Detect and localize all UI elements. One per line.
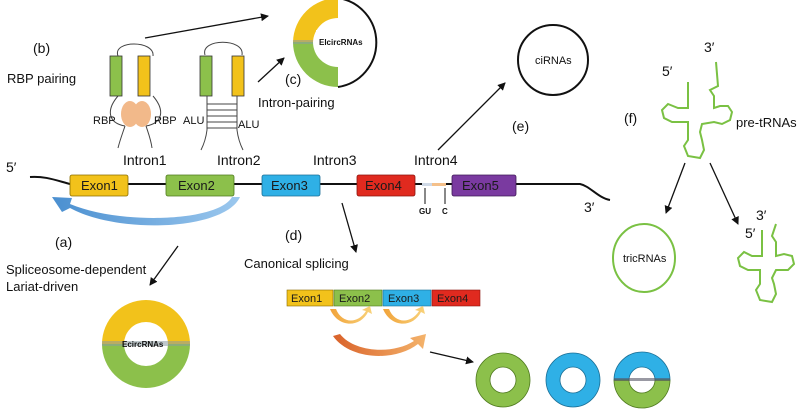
panel-f-label: (f) — [624, 110, 637, 126]
small-splice-arrow-1 — [330, 306, 372, 324]
arrow-intron-pairing — [257, 57, 285, 83]
svg-text:Exon5: Exon5 — [462, 178, 499, 193]
ecircrna-ring: EcircRNAs — [102, 300, 190, 388]
five-prime-label-main: 5′ — [6, 159, 17, 175]
svg-text:ALU: ALU — [238, 119, 259, 131]
green-ring — [475, 352, 531, 408]
exon-4: Exon4 — [356, 174, 416, 197]
svg-text:ciRNAs: ciRNAs — [535, 55, 572, 67]
elcircrna-ring: ElcircRNAs — [293, 0, 378, 88]
svg-text:Exon3: Exon3 — [271, 178, 308, 193]
intron2-label: Intron2 — [217, 152, 261, 168]
intron4-gu-mark — [422, 183, 432, 186]
rbp-hairpin: RBP RBP — [93, 43, 177, 149]
mature-trna-cloverleaf — [736, 223, 796, 304]
intron-pairing-label: Intron-pairing — [258, 95, 335, 110]
pre-trnas-label: pre-tRNAs — [736, 115, 797, 130]
svg-text:Exon4: Exon4 — [437, 293, 468, 305]
three-prime-label-main: 3′ — [584, 199, 595, 215]
panel-b-label: (b) — [33, 40, 50, 56]
svg-text:RBP: RBP — [154, 115, 177, 127]
svg-text:ALU: ALU — [183, 115, 204, 127]
canonical-splicing-label: Canonical splicing — [244, 256, 349, 271]
svg-text:Exon4: Exon4 — [365, 178, 402, 193]
lariat-backsplice-arrow — [52, 197, 240, 226]
big-splice-arrow — [333, 334, 426, 356]
cirna-circle: ciRNAs — [517, 24, 589, 96]
exon-3: Exon3 — [261, 174, 321, 197]
svg-text:tricRNAs: tricRNAs — [623, 253, 667, 265]
intron4-c-mark — [432, 183, 446, 186]
arrow-to-mature-trna — [709, 162, 739, 225]
c-label: C — [442, 207, 448, 216]
intron1-label: Intron1 — [123, 152, 167, 168]
trna-three-prime: 3′ — [704, 39, 715, 55]
mature-trna-three-prime: 3′ — [756, 207, 767, 223]
arrow-to-elcircrna — [144, 13, 269, 39]
rbp-pairing-label: RBP pairing — [7, 71, 76, 86]
svg-text:Exon1: Exon1 — [81, 178, 118, 193]
small-splice-arrow-2 — [383, 306, 425, 324]
alu-hairpin: ALU ALU — [183, 41, 259, 151]
panel-a-label: (a) — [55, 234, 72, 250]
pre-mrna-line — [29, 175, 611, 201]
spliceosome-label-2: Lariat-driven — [6, 279, 78, 294]
svg-text:Exon2: Exon2 — [178, 178, 215, 193]
svg-text:RBP: RBP — [93, 115, 116, 127]
arrow-to-canonical — [341, 202, 358, 253]
green-blue-ring — [613, 351, 671, 409]
svg-text:Exon1: Exon1 — [291, 293, 322, 305]
arrow-to-rings — [429, 351, 474, 365]
panel-e-label: (e) — [512, 118, 529, 134]
arrow-to-tricrnas — [664, 162, 686, 214]
svg-text:Exon2: Exon2 — [339, 293, 370, 305]
spliceosome-label-1: Spliceosome-dependent — [6, 262, 147, 277]
intron3-label: Intron3 — [313, 152, 357, 168]
panel-d-label: (d) — [285, 227, 302, 243]
tricrna-circle: tricRNAs — [612, 223, 676, 293]
exon-2: Exon2 — [165, 174, 235, 197]
exon-1: Exon1 — [69, 174, 129, 197]
exon-5: Exon5 — [451, 174, 517, 197]
panel-c-label: (c) — [285, 71, 301, 87]
spliced-exon-strip: Exon1 Exon2 Exon3 Exon4 — [286, 289, 481, 307]
svg-text:ElcircRNAs: ElcircRNAs — [319, 38, 363, 47]
mature-trna-five-prime: 5′ — [745, 225, 756, 241]
svg-text:EcircRNAs: EcircRNAs — [122, 340, 164, 349]
arrow-to-ecircrna — [149, 245, 179, 286]
pre-trna-cloverleaf — [660, 61, 734, 160]
svg-text:Exon3: Exon3 — [388, 293, 419, 305]
trna-five-prime: 5′ — [662, 63, 673, 79]
blue-ring — [545, 352, 601, 408]
intron4-label: Intron4 — [414, 152, 458, 168]
arrow-to-cirnas — [437, 82, 506, 151]
gu-label: GU — [419, 207, 431, 216]
